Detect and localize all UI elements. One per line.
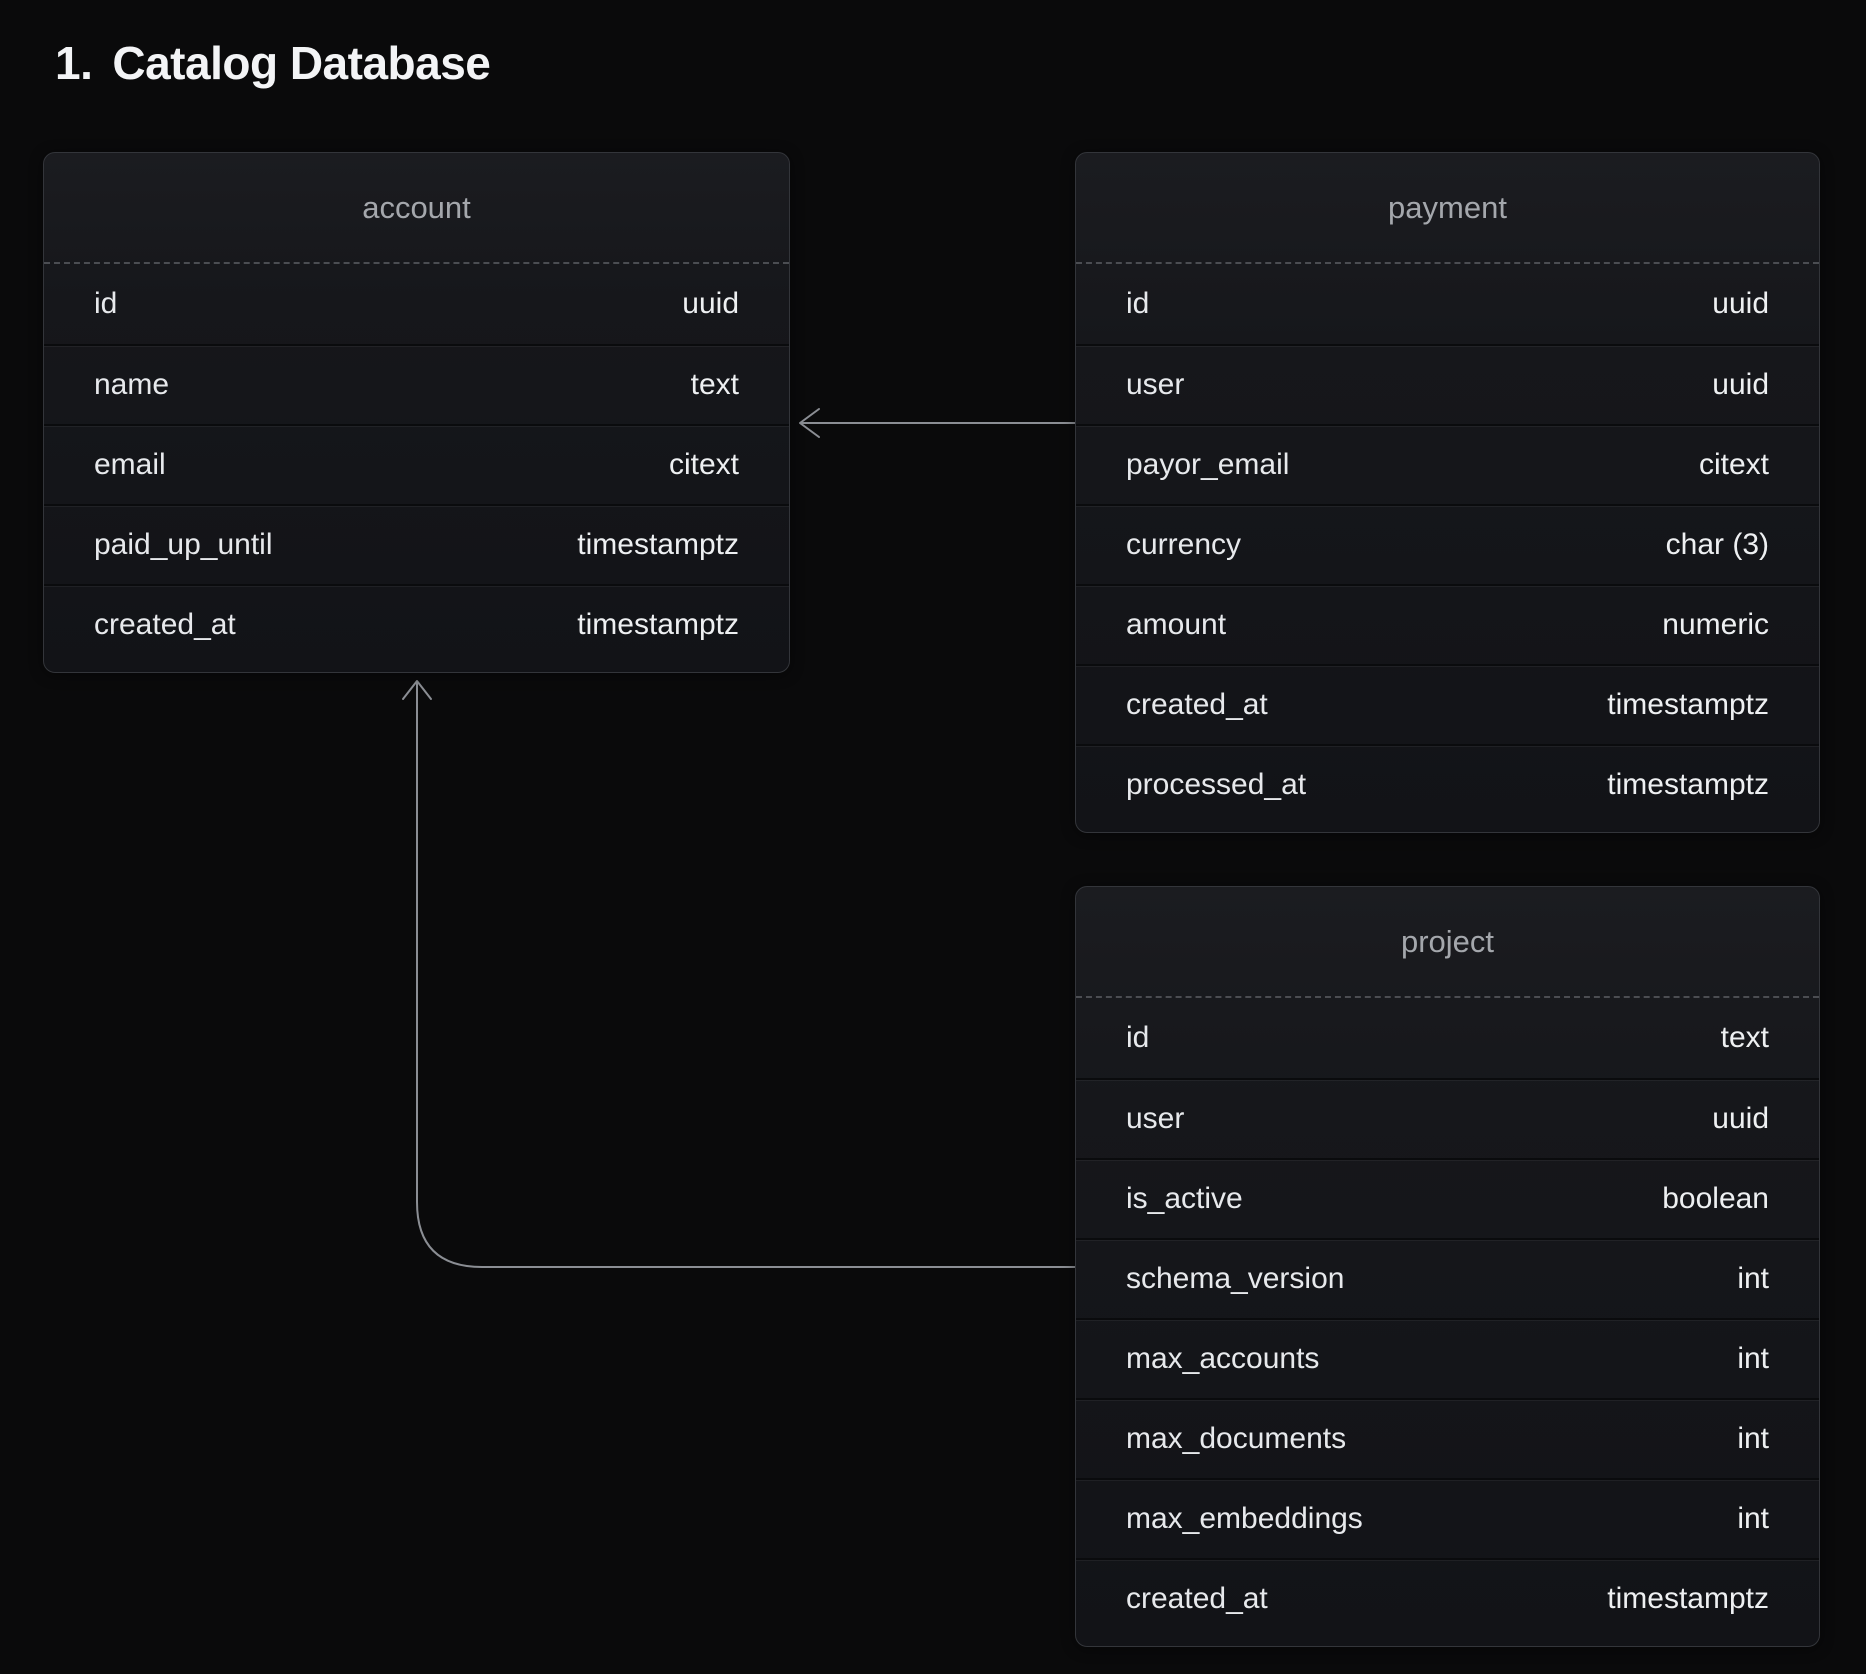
field-type: int [1737,1422,1769,1456]
field-row-payment-payor_email[interactable]: payor_email citext [1076,424,1819,504]
field-name: payor_email [1126,448,1289,482]
field-type: boolean [1662,1182,1769,1216]
page-title-text: Catalog Database [112,37,490,89]
relation-line-project-user-to-account [417,682,1075,1267]
field-name: paid_up_until [94,528,273,562]
field-type: int [1737,1262,1769,1296]
field-type: int [1737,1502,1769,1536]
field-type: timestamptz [577,608,739,642]
page-title-number: 1. [55,37,92,89]
table-title: account [362,190,471,226]
field-type: char (3) [1666,528,1769,562]
field-type: timestamptz [577,528,739,562]
field-type: text [691,368,739,402]
field-row-project-max_accounts[interactable]: max_accounts int [1076,1318,1819,1398]
field-name: amount [1126,608,1226,642]
field-type: uuid [1712,1102,1769,1136]
field-row-project-max_documents[interactable]: max_documents int [1076,1398,1819,1478]
table-account[interactable]: account id uuid name text email citext paid_up_… [43,152,790,673]
field-row-payment-user[interactable]: user uuid [1076,344,1819,424]
field-type: uuid [682,287,739,321]
field-type: citext [1699,448,1769,482]
table-title: project [1401,924,1494,960]
relation-arrowhead-project-user-to-account [403,681,431,699]
table-title: payment [1388,190,1507,226]
field-name: created_at [94,608,236,642]
field-name: created_at [1126,1582,1268,1616]
field-row-project-schema_version[interactable]: schema_version int [1076,1238,1819,1318]
field-name: created_at [1126,688,1268,722]
field-name: max_embeddings [1126,1502,1363,1536]
field-type: text [1721,1021,1769,1055]
table-header-payment: payment [1076,153,1819,264]
table-payment[interactable]: payment id uuid user uuid payor_email citext cu… [1075,152,1820,833]
relation-arrowhead-payment-user-to-account [800,409,819,437]
field-name: user [1126,1102,1184,1136]
field-row-payment-processed_at[interactable]: processed_at timestamptz [1076,744,1819,824]
field-row-account-name[interactable]: name text [44,344,789,424]
field-name: max_documents [1126,1422,1346,1456]
field-name: name [94,368,169,402]
field-name: id [1126,1021,1149,1055]
field-name: email [94,448,166,482]
field-row-payment-amount[interactable]: amount numeric [1076,584,1819,664]
field-row-project-user[interactable]: user uuid [1076,1078,1819,1158]
field-type: timestamptz [1607,688,1769,722]
field-row-project-id[interactable]: id text [1076,998,1819,1078]
field-name: id [94,287,117,321]
field-type: uuid [1712,368,1769,402]
field-name: id [1126,287,1149,321]
field-name: is_active [1126,1182,1243,1216]
field-name: max_accounts [1126,1342,1319,1376]
field-row-project-created_at[interactable]: created_at timestamptz [1076,1558,1819,1638]
field-row-account-created_at[interactable]: created_at timestamptz [44,584,789,664]
field-type: uuid [1712,287,1769,321]
field-type: citext [669,448,739,482]
field-row-account-id[interactable]: id uuid [44,264,789,344]
field-row-payment-currency[interactable]: currency char (3) [1076,504,1819,584]
field-name: schema_version [1126,1262,1344,1296]
page-title: 1. Catalog Database [55,36,490,90]
field-row-payment-id[interactable]: id uuid [1076,264,1819,344]
field-name: processed_at [1126,768,1306,802]
field-row-project-is_active[interactable]: is_active boolean [1076,1158,1819,1238]
field-name: user [1126,368,1184,402]
field-type: timestamptz [1607,1582,1769,1616]
field-row-payment-created_at[interactable]: created_at timestamptz [1076,664,1819,744]
field-type: numeric [1662,608,1769,642]
table-project[interactable]: project id text user uuid is_active boolean sch… [1075,886,1820,1647]
field-type: timestamptz [1607,768,1769,802]
field-row-account-email[interactable]: email citext [44,424,789,504]
field-row-project-max_embeddings[interactable]: max_embeddings int [1076,1478,1819,1558]
table-header-project: project [1076,887,1819,998]
field-type: int [1737,1342,1769,1376]
field-name: currency [1126,528,1241,562]
field-row-account-paid_up_until[interactable]: paid_up_until timestamptz [44,504,789,584]
table-header-account: account [44,153,789,264]
